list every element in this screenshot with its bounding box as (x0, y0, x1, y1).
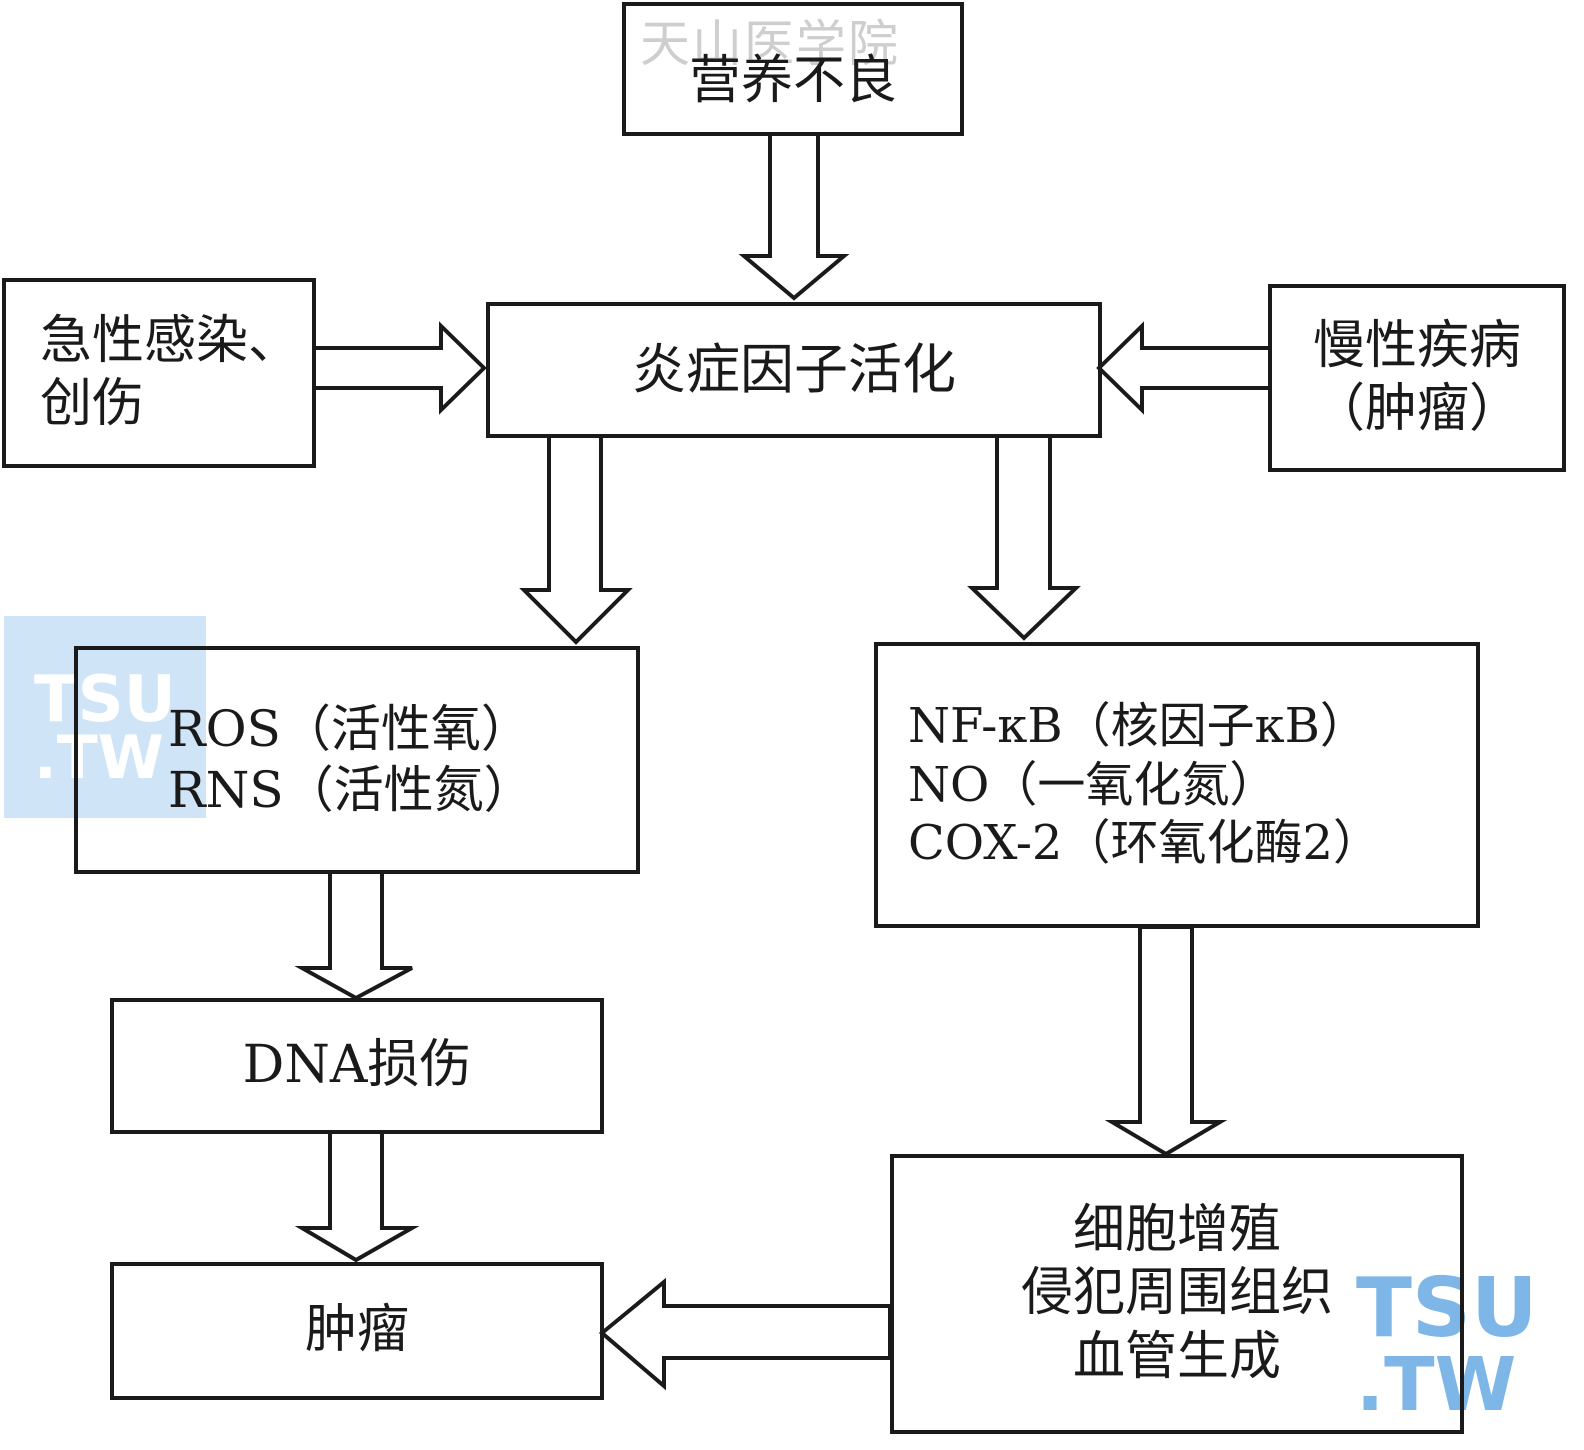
arrow-inflammation-to-ros (519, 434, 633, 645)
arrow-dna-to-tumor (294, 1130, 420, 1263)
arrow-nfkb-to-cell (1104, 925, 1228, 1157)
arrow-ros-to-dna (294, 870, 413, 1001)
node-cell-effects: 细胞增殖 侵犯周围组织 血管生成 (890, 1154, 1464, 1434)
arrow-chronic-to-inflammation (1096, 321, 1272, 415)
watermark-logo-left-text: TSU .TW (34, 663, 176, 793)
arrow-cell-to-tumor (598, 1277, 892, 1391)
watermark-text: 天山医学院 (640, 15, 900, 73)
node-ros-rns: ROS（活性氧） RNS（活性氮） (74, 646, 640, 874)
node-tumor: 肿瘤 (110, 1262, 604, 1400)
node-malnutrition: 营养不良 (622, 2, 964, 136)
node-dna-damage: DNA损伤 (110, 998, 604, 1134)
node-acute-infection-trauma: 急性感染、 创伤 (2, 278, 316, 468)
node-chronic-disease: 慢性疾病 （肿瘤） (1268, 284, 1566, 472)
watermark-logo-right: TSU .TW (1356, 1261, 1538, 1428)
node-nfkb-no-cox2: NF-κB（核因子κB） NO（一氧化氮） COX-2（环氧化酶2） (874, 642, 1480, 928)
node-inflammatory-activation: 炎症因子活化 (486, 302, 1102, 438)
arrow-inflammation-to-nfkb (967, 434, 1081, 641)
arrow-acute-to-inflammation (312, 321, 487, 415)
arrow-malnutrition-to-inflammation (738, 132, 850, 301)
